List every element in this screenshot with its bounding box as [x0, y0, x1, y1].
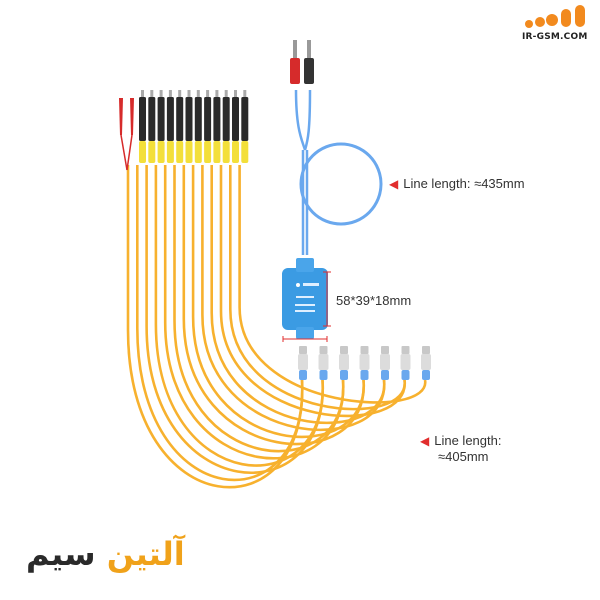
pin-probe: [185, 90, 193, 163]
usb-plug: [318, 346, 329, 380]
pin-probe: [157, 90, 165, 163]
brand-logo: آلتین سیم: [26, 535, 185, 573]
cable-length-bottom-line2: ≈405mm: [438, 449, 489, 464]
orange-cable: [136, 165, 304, 482]
usb-plug: [421, 346, 431, 380]
pin-probe: [176, 90, 184, 163]
dimension-markers: [282, 271, 331, 342]
pin-probe: [139, 90, 146, 163]
orange-cable: [201, 165, 386, 432]
usb-plug-row: [298, 346, 431, 380]
pin-probe: [166, 90, 174, 163]
module-dimensions: 58*39*18mm: [336, 293, 412, 308]
orange-cable: [154, 165, 324, 467]
orange-cable: [173, 165, 345, 453]
orange-cable: [229, 165, 406, 411]
marker-triangle-icon: ◀: [420, 434, 430, 448]
pin-probe: [241, 90, 249, 163]
site-logo-icon: [525, 5, 585, 28]
cable-length-top: ◀ Line length: ≈435mm: [389, 176, 525, 191]
pin-probe: [194, 90, 202, 163]
alligator-clip: [126, 98, 134, 171]
banana-plugs: [290, 40, 314, 84]
cable-length-bottom-line1: Line length:: [434, 433, 502, 448]
brand-word-dark: سیم: [26, 535, 96, 573]
pin-probe: [148, 90, 156, 163]
probe-connector-row: [119, 90, 249, 171]
pin-probe: [222, 90, 230, 163]
cable-length-top-text: Line length: ≈435mm: [403, 176, 525, 191]
usb-plug: [380, 346, 390, 380]
alligator-clip: [119, 98, 128, 171]
orange-cable-bundle: [126, 165, 427, 489]
usb-plug: [339, 346, 349, 380]
usb-plug: [359, 346, 370, 380]
blue-cable: [294, 89, 383, 255]
pin-probe: [213, 90, 221, 163]
marker-triangle-icon: ◀: [389, 177, 399, 191]
orange-cable: [210, 165, 386, 425]
pin-probe: [204, 90, 212, 163]
orange-cable: [238, 165, 427, 404]
cable-length-bottom: ◀ Line length: ≈405mm: [420, 433, 501, 464]
watermark-text: IR-GSM.COM: [522, 32, 588, 42]
power-module: [282, 258, 328, 339]
brand-word-orange: آلتین: [106, 535, 185, 573]
pin-probe: [232, 90, 239, 163]
orange-cable: [191, 165, 365, 439]
usb-plug: [400, 346, 411, 380]
usb-plug: [298, 346, 308, 380]
